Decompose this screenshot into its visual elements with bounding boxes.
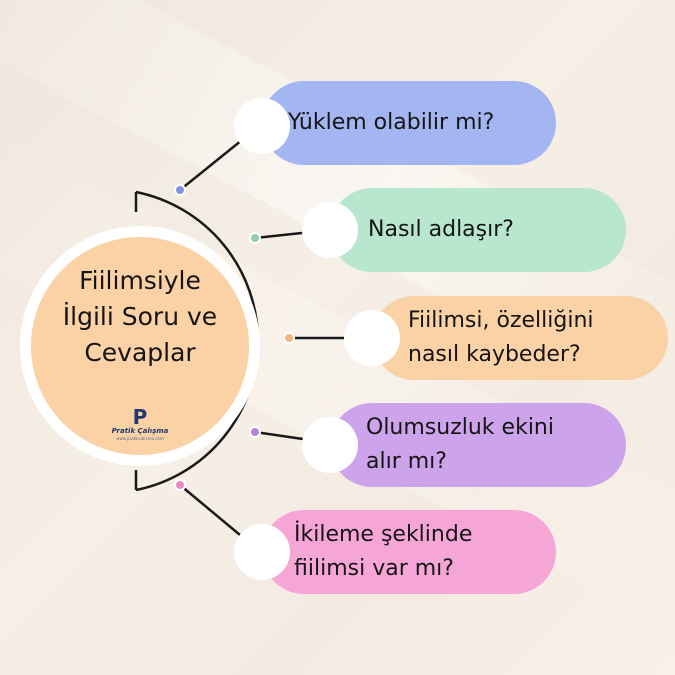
central-hub-inner: Fiilimsiyle İlgili Soru ve Cevaplar P Pr… [31, 237, 249, 455]
question-line: Fiilimsi, özelliğini [408, 308, 594, 333]
node-circle-4 [302, 417, 358, 473]
question-pill-4: Olumsuzluk ekini alır mı? [330, 403, 626, 487]
question-pill-3: Fiilimsi, özelliğini nasıl kaybeder? [372, 296, 668, 380]
brand-logo: P Pratik Çalışma www.pratikcalisma.com [31, 407, 249, 442]
question-line: Nasıl adlaşır? [368, 217, 514, 242]
node-circle-2 [302, 202, 358, 258]
question-text-4: Olumsuzluk ekini alır mı? [366, 411, 554, 479]
hub-title-line-3: Cevaplar [84, 338, 196, 367]
question-pill-1: Yüklem olabilir mi? [262, 81, 556, 165]
question-line: İkileme şeklinde [294, 522, 473, 547]
connector-dot-4 [249, 426, 261, 438]
node-circle-5 [234, 524, 290, 580]
logo-name: Pratik Çalışma [111, 427, 169, 435]
hub-title-line-2: İlgili Soru ve [62, 302, 218, 331]
question-text-3: Fiilimsi, özelliğini nasıl kaybeder? [408, 304, 594, 372]
question-text-2: Nasıl adlaşır? [368, 213, 514, 247]
connector-dot-2 [249, 232, 261, 244]
node-circle-3 [344, 310, 400, 366]
connector-dot-5 [174, 479, 186, 491]
question-line: fiilimsi var mı? [294, 556, 454, 581]
central-hub: Fiilimsiyle İlgili Soru ve Cevaplar P Pr… [20, 226, 260, 466]
logo-url: www.pratikcalisma.com [116, 436, 164, 441]
question-line: Yüklem olabilir mi? [288, 110, 495, 135]
connector-dot-1 [174, 184, 186, 196]
connector-dot-3 [283, 332, 295, 344]
question-line: Olumsuzluk ekini [366, 415, 554, 440]
hub-title: Fiilimsiyle İlgili Soru ve Cevaplar [31, 263, 249, 371]
question-pill-5: İkileme şeklinde fiilimsi var mı? [262, 510, 556, 594]
pen-logo-icon: P [132, 405, 148, 429]
node-circle-1 [234, 98, 290, 154]
question-line: alır mı? [366, 449, 447, 474]
question-line: nasıl kaybeder? [408, 342, 581, 367]
question-text-5: İkileme şeklinde fiilimsi var mı? [294, 518, 472, 586]
question-pill-2: Nasıl adlaşır? [330, 188, 626, 272]
hub-title-line-1: Fiilimsiyle [79, 266, 201, 295]
question-text-1: Yüklem olabilir mi? [288, 106, 494, 140]
